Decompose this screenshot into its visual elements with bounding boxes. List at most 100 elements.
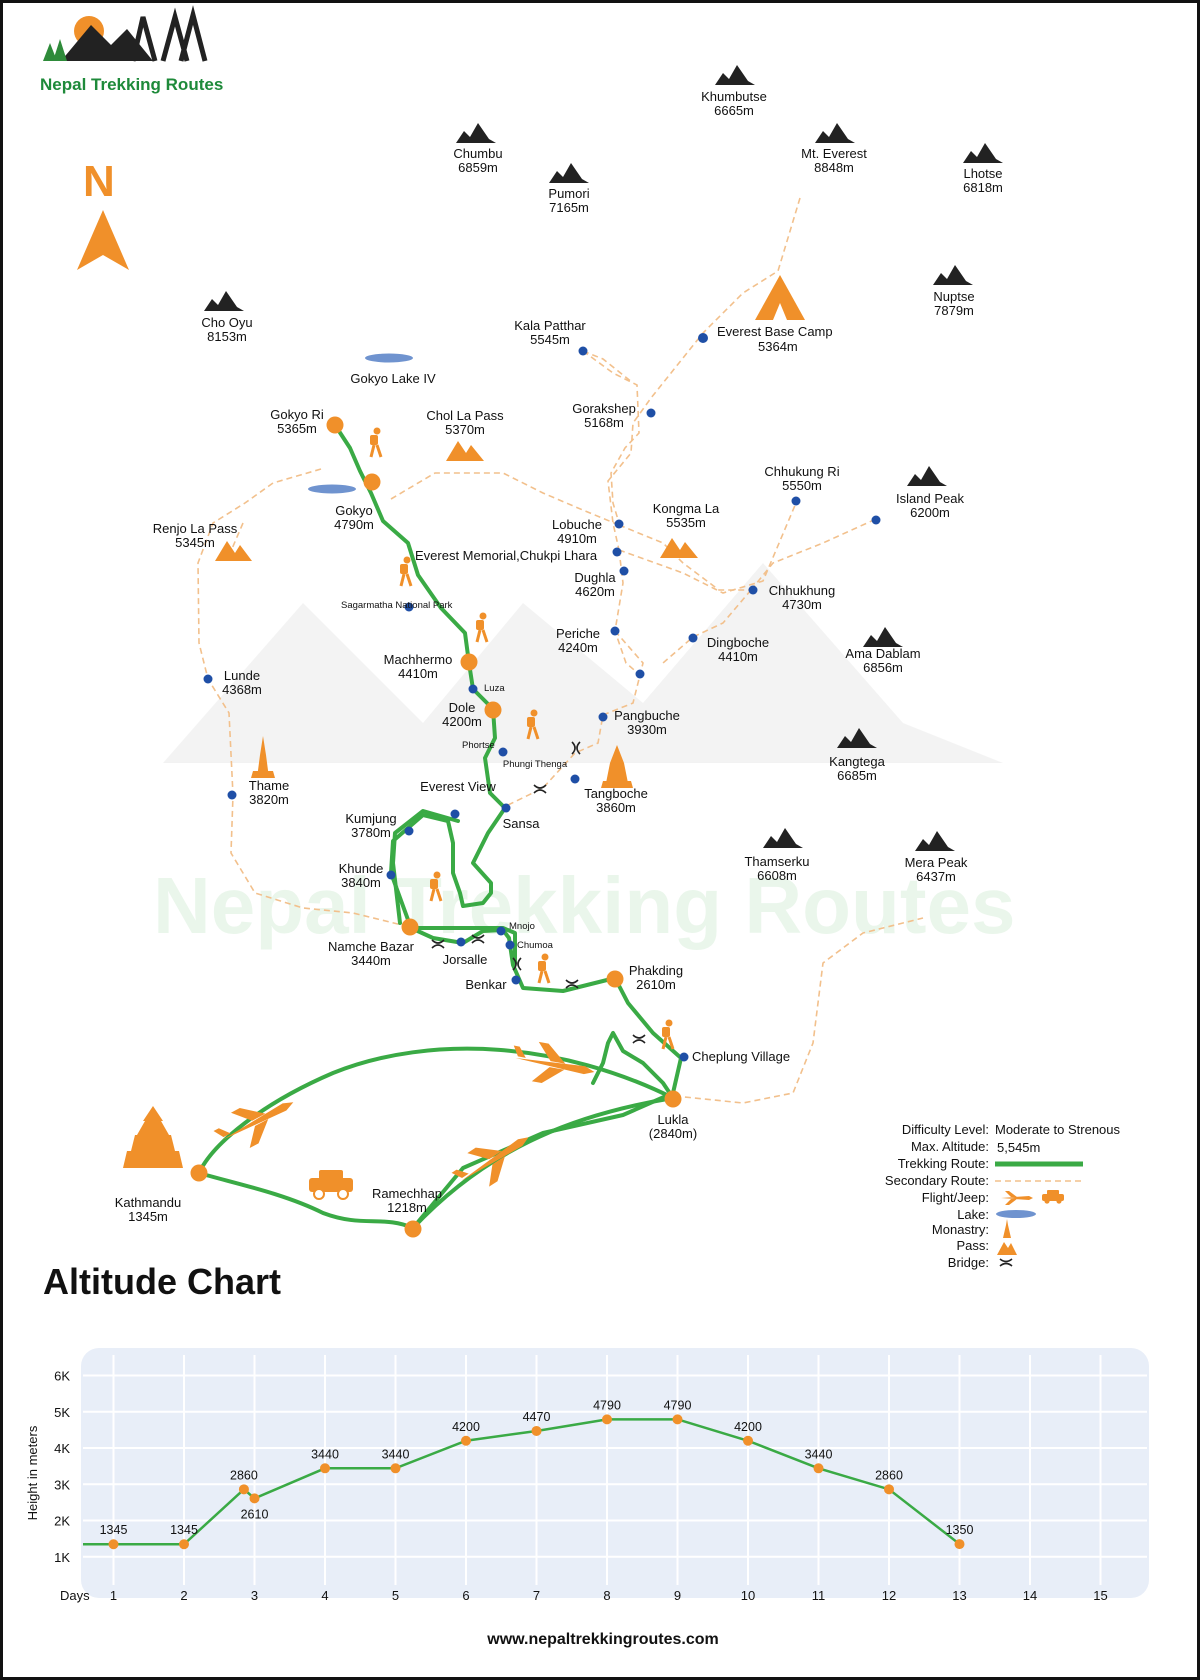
peak-lhotse: Lhotse 6818m	[963, 143, 1003, 195]
svg-text:6859m: 6859m	[458, 160, 498, 175]
stop-dingboche: Dingboche 4410m	[688, 633, 769, 664]
x-tick-label: 2	[180, 1588, 187, 1603]
svg-text:Gokyo Ri: Gokyo Ri	[270, 407, 324, 422]
stop-dot	[386, 870, 396, 880]
svg-text:Pangbuche: Pangbuche	[614, 708, 680, 723]
north-arrow: N	[77, 157, 129, 270]
stop-kathmandu: Kathmandu 1345m	[115, 1164, 208, 1224]
svg-text:5364m: 5364m	[758, 339, 798, 354]
svg-text:4410m: 4410m	[398, 666, 438, 681]
bridge-icon	[571, 741, 581, 755]
svg-text:Everest Memorial,Chukpi Lhara: Everest Memorial,Chukpi Lhara	[415, 548, 598, 563]
svg-text:Difficulty Level:: Difficulty Level:	[902, 1122, 989, 1137]
svg-text:Max. Altitude:: Max. Altitude:	[911, 1139, 989, 1154]
svg-text:Mt. Everest: Mt. Everest	[801, 146, 867, 161]
svg-text:Jorsalle: Jorsalle	[443, 952, 488, 967]
hikers-icon	[130, 5, 208, 62]
peak-khumbutse: Khumbutse 6665m	[701, 65, 767, 118]
chart-grid	[83, 1355, 1147, 1585]
svg-text:Mera Peak: Mera Peak	[905, 855, 968, 870]
hiker-icon	[369, 427, 383, 458]
mountain-icon	[915, 831, 955, 851]
lake-label: Gokyo Lake IV	[350, 371, 436, 386]
pass-icon	[660, 538, 698, 558]
stop-namche-bazar: Namche Bazar 3440m	[328, 918, 419, 968]
stop-phungi-thenga: Phungi Thenga	[503, 759, 568, 770]
svg-text:4730m: 4730m	[782, 597, 822, 612]
stop-gokyo-ri: Gokyo Ri 5365m	[270, 407, 344, 436]
peak-island-peak: Island Peak 6200m	[896, 466, 964, 520]
data-label: 1345	[100, 1523, 128, 1537]
stop-cheplung: Cheplung Village	[679, 1049, 790, 1064]
jeep-icon	[309, 1170, 353, 1200]
data-point	[813, 1463, 824, 1474]
svg-text:6685m: 6685m	[837, 768, 877, 783]
svg-text:Mnojo: Mnojo	[509, 921, 535, 932]
stop-dot	[679, 1052, 689, 1062]
stop-dot	[698, 333, 708, 343]
x-axis-label: Days	[60, 1588, 90, 1603]
data-label: 1345	[170, 1523, 198, 1537]
hiker-icons	[369, 427, 675, 1050]
svg-text:Chhukung Ri: Chhukung Ri	[764, 464, 839, 479]
hiker-icon	[526, 709, 540, 740]
stop-dot	[326, 416, 344, 434]
legend: Difficulty Level: Moderate to Strenous M…	[885, 1122, 1121, 1270]
stop-dot	[791, 496, 801, 506]
data-point	[108, 1539, 119, 1550]
stop-lukla: Lukla (2840m)	[649, 1090, 697, 1141]
stop-dot	[688, 633, 698, 643]
stop-everest-memorial: Everest Memorial,Chukpi Lhara	[415, 547, 622, 563]
y-axis-label: Height in meters	[25, 1425, 40, 1520]
stop-periche: Periche 4240m	[556, 626, 620, 655]
data-label: 2610	[241, 1507, 269, 1521]
stop-thame: Thame 3820m	[227, 778, 289, 807]
major-stops: Gokyo Ri 5365m Gokyo 4790m Machhermo 441…	[115, 407, 697, 1238]
small-stops: Sagarmatha National Park Luza Phortse Ph…	[341, 600, 568, 951]
svg-text:Chumoa: Chumoa	[517, 940, 554, 951]
bridge-icon	[431, 939, 445, 949]
stop-luza: Luza	[468, 683, 505, 694]
svg-text:Secondary Route:: Secondary Route:	[885, 1173, 989, 1188]
x-tick-label: 3	[251, 1588, 258, 1603]
svg-text:Khumbutse: Khumbutse	[701, 89, 767, 104]
svg-text:5365m: 5365m	[277, 421, 317, 436]
mountain-icon	[549, 163, 589, 183]
svg-text:3820m: 3820m	[249, 792, 289, 807]
svg-text:7165m: 7165m	[549, 200, 589, 215]
peaks: Khumbutse 6665m Mt. Everest 8848m Chumbu…	[201, 65, 1003, 884]
svg-text:8848m: 8848m	[814, 160, 854, 175]
x-tick-label: 11	[812, 1588, 826, 1603]
svg-text:5535m: 5535m	[666, 515, 706, 530]
stop-dot	[401, 918, 419, 936]
bridge-icon	[999, 1258, 1013, 1267]
watermark: Nepal Trekking Routes	[153, 563, 1015, 950]
svg-text:Tangboche: Tangboche	[584, 786, 648, 801]
transport-icons	[213, 1041, 595, 1200]
svg-text:4790m: 4790m	[334, 517, 374, 532]
x-tick-label: 15	[1093, 1588, 1107, 1603]
tent-icon	[755, 275, 805, 320]
stop-dot	[484, 701, 502, 719]
peak-ama-dablam: Ama Dablam 6856m	[845, 627, 921, 675]
tree-icon	[43, 39, 67, 61]
minor-stops: Kala Patthar 5545m Gorakshep 5168m Lobuc…	[203, 318, 881, 1064]
stop-mnojo: Mnojo	[496, 921, 535, 936]
svg-text:5545m: 5545m	[530, 332, 570, 347]
hiker-icon	[537, 953, 551, 984]
svg-text:Phungi Thenga: Phungi Thenga	[503, 759, 568, 770]
data-point	[461, 1435, 471, 1446]
kathmandu-temple-icon	[123, 1106, 183, 1168]
svg-text:1218m: 1218m	[387, 1200, 427, 1215]
data-point	[249, 1493, 260, 1504]
stop-gorakshep: Gorakshep 5168m	[572, 401, 656, 430]
stop-dot	[450, 809, 460, 819]
monastery-icon	[1003, 1219, 1011, 1238]
stop-benkar: Benkar	[465, 975, 521, 992]
hiker-icon	[429, 871, 443, 902]
pass-chol-la: Chol La Pass 5370m	[426, 408, 504, 461]
stop-dot	[646, 408, 656, 418]
stop-dot	[456, 937, 466, 947]
